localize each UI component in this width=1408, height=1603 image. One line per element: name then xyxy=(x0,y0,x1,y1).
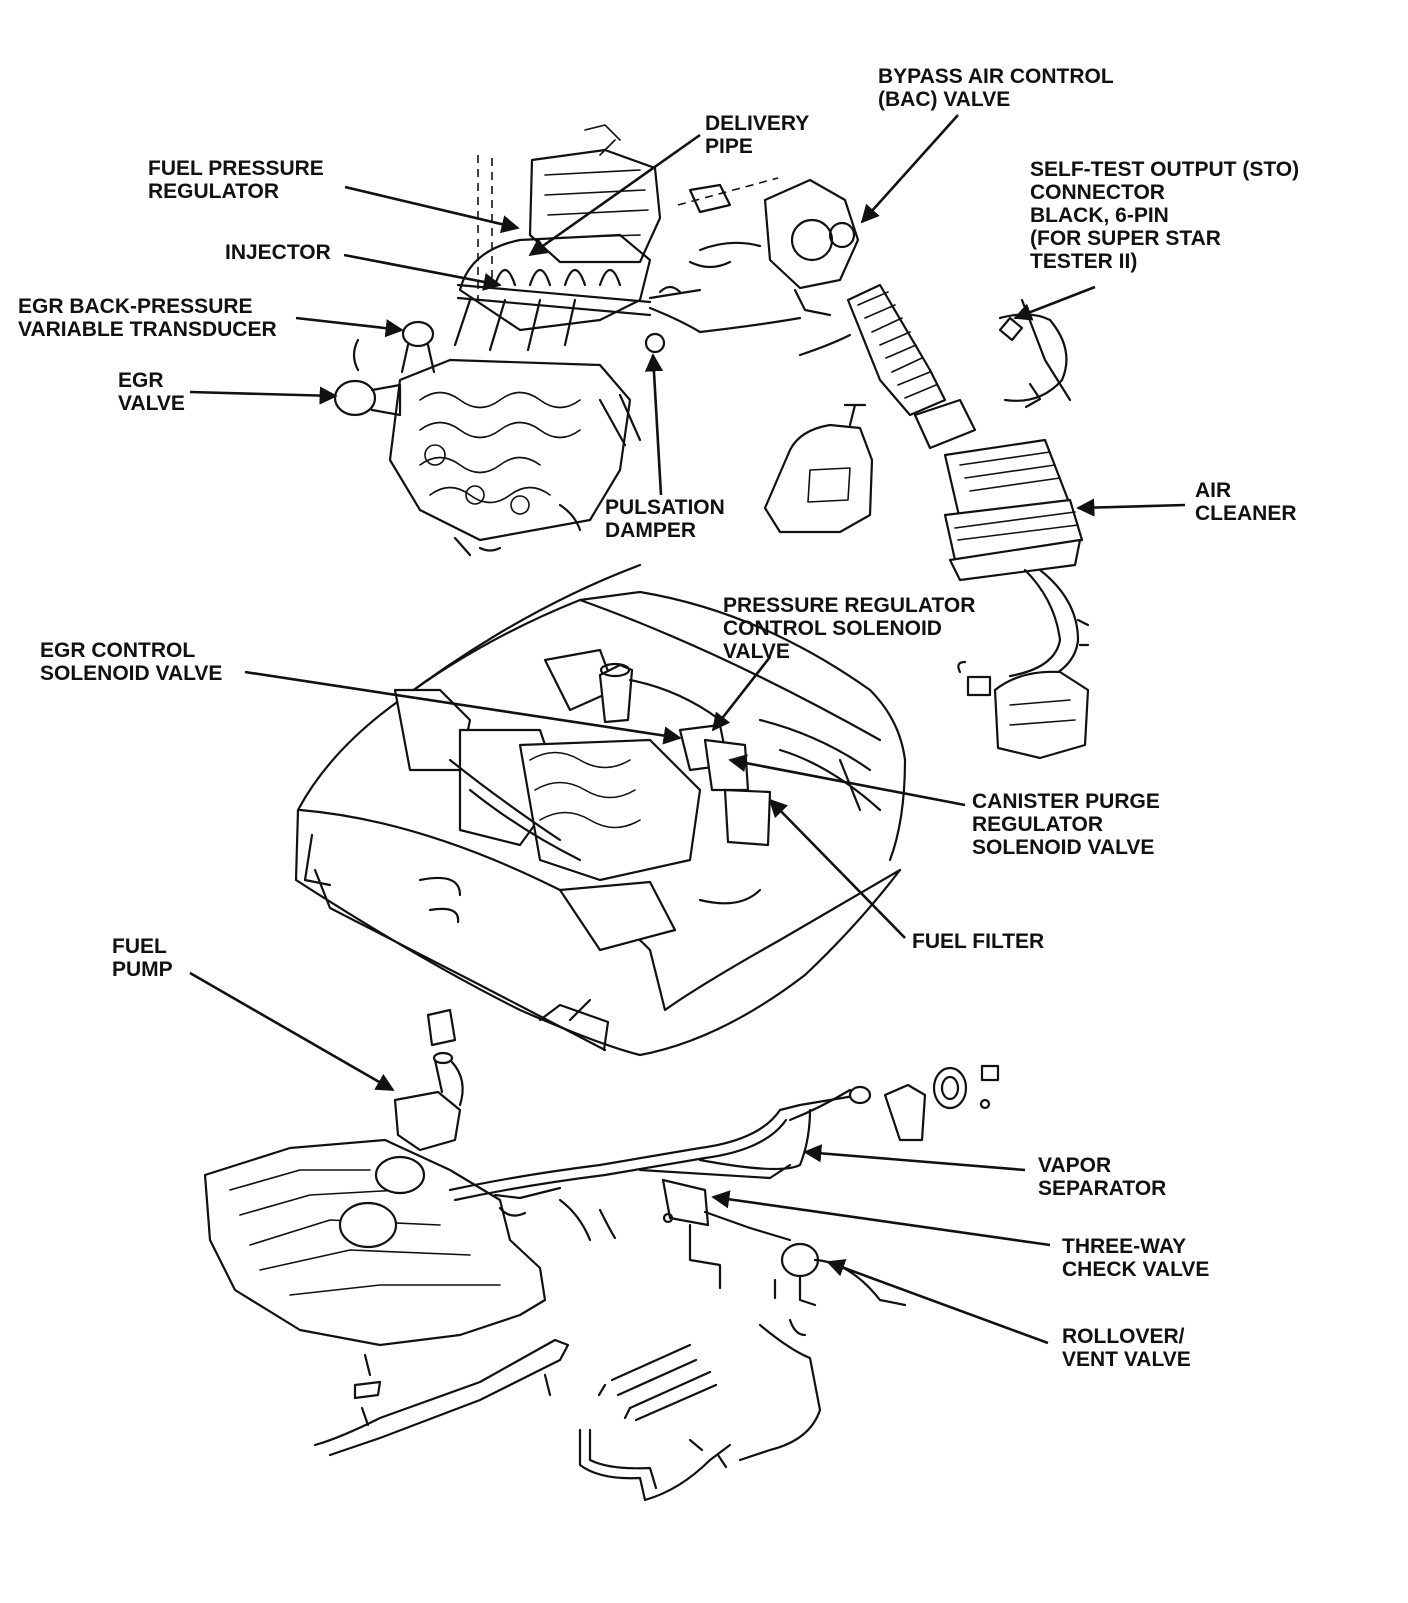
label-line: VAPOR xyxy=(1038,1154,1111,1177)
label-line: CHECK VALVE xyxy=(1062,1258,1209,1281)
label-line: EGR xyxy=(118,369,164,392)
label-line: EGR BACK-PRESSURE xyxy=(18,295,253,318)
label-line: CLEANER xyxy=(1195,502,1297,525)
label-line: PIPE xyxy=(705,135,753,158)
air-cleaner-drawing xyxy=(913,298,1090,760)
label-line: CANISTER PURGE xyxy=(972,790,1160,813)
label-line: REGULATOR xyxy=(972,813,1103,836)
label-line: PRESSURE REGULATOR xyxy=(723,594,975,617)
car-body-drawing xyxy=(294,563,907,1057)
label-line: (FOR SUPER STAR xyxy=(1030,227,1221,250)
leader-self-test xyxy=(1013,285,1096,321)
label-line: SEPARATOR xyxy=(1038,1177,1166,1200)
leader-pressure-reg-solenoid xyxy=(711,656,772,732)
leader-fuel-pump xyxy=(189,971,395,1092)
label-line: CONTROL SOLENOID xyxy=(723,617,942,640)
label-line: SOLENOID VALVE xyxy=(972,836,1154,859)
leader-injector xyxy=(343,253,502,291)
leader-air-cleaner xyxy=(1076,498,1186,517)
label-line: (BAC) VALVE xyxy=(878,88,1010,111)
label-line: PULSATION xyxy=(605,496,725,519)
leader-three-way-check xyxy=(711,1190,1051,1247)
leader-egr-control-solenoid xyxy=(244,670,682,745)
label-rollover-vent: ROLLOVER/VENT VALVE xyxy=(1062,1325,1191,1371)
label-line: VALVE xyxy=(118,392,185,415)
label-line: FUEL FILTER xyxy=(912,930,1044,953)
label-fuel-filter: FUEL FILTER xyxy=(912,930,1044,953)
leader-fuel-filter xyxy=(768,798,906,939)
leader-rollover-vent xyxy=(826,1259,1049,1345)
label-bypass-air: BYPASS AIR CONTROL(BAC) VALVE xyxy=(878,65,1114,111)
label-line: VENT VALVE xyxy=(1062,1348,1191,1371)
label-line: SELF-TEST OUTPUT (STO) xyxy=(1030,158,1299,181)
leader-egr-bp-transducer xyxy=(295,316,404,338)
fuel-tank-drawing xyxy=(203,1008,1000,1502)
label-line: AIR xyxy=(1195,479,1231,502)
leader-bypass-air xyxy=(860,114,959,224)
label-line: EGR CONTROL xyxy=(40,639,195,662)
label-line: VARIABLE TRANSDUCER xyxy=(18,318,277,341)
leader-lines xyxy=(189,114,1186,1345)
label-line: DAMPER xyxy=(605,519,696,542)
label-injector: INJECTOR xyxy=(225,241,331,264)
leader-egr-valve xyxy=(189,386,338,405)
label-line: REGULATOR xyxy=(148,180,279,203)
label-line: FUEL PRESSURE xyxy=(148,157,324,180)
throttle-intake-drawing xyxy=(648,178,947,534)
engine-assembly-drawing xyxy=(333,124,802,557)
label-line: SOLENOID VALVE xyxy=(40,662,222,685)
label-line: DELIVERY xyxy=(705,112,809,135)
label-line: BYPASS AIR CONTROL xyxy=(878,65,1114,88)
label-line: VALVE xyxy=(723,640,790,663)
label-line: INJECTOR xyxy=(225,241,331,264)
label-line: CONNECTOR xyxy=(1030,181,1165,204)
label-line: ROLLOVER/ xyxy=(1062,1325,1185,1348)
label-line: PUMP xyxy=(112,958,173,981)
leader-pulsation-damper xyxy=(644,353,664,496)
leader-delivery-pipe xyxy=(528,133,701,257)
label-line: THREE-WAY xyxy=(1062,1235,1186,1258)
label-line: BLACK, 6-PIN xyxy=(1030,204,1169,227)
leader-vapor-separator xyxy=(803,1144,1026,1172)
leader-fuel-pressure-regulator xyxy=(344,185,520,234)
leader-canister-purge xyxy=(728,754,966,807)
label-line: FUEL xyxy=(112,935,167,958)
label-line: TESTER II) xyxy=(1030,250,1137,273)
